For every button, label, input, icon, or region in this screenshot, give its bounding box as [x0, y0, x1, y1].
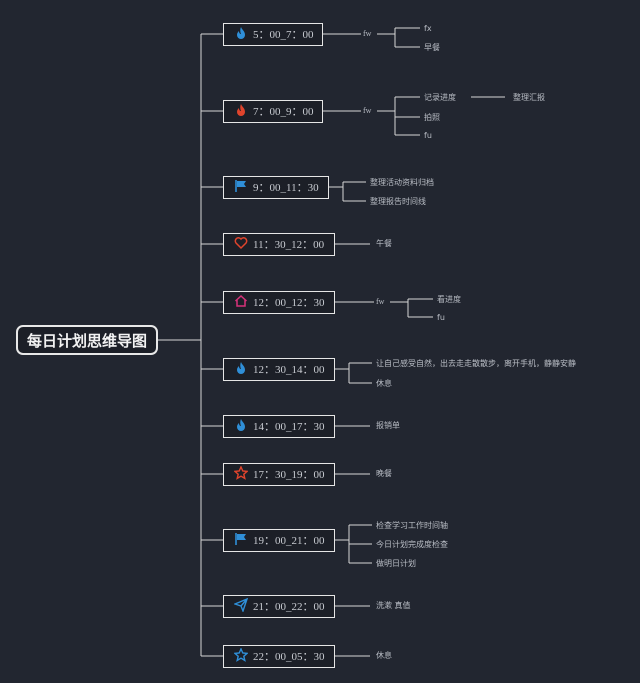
leaf-item[interactable]: fx [424, 24, 432, 33]
leaf-item[interactable]: 今日计划完成度检查 [376, 540, 448, 549]
leaf-item[interactable]: 洗漱 真值 [376, 601, 411, 610]
time-node[interactable]: 12：00_12：30 [223, 290, 335, 314]
time-node[interactable]: 7：00_9：00 [223, 99, 323, 123]
fire-icon [234, 418, 253, 435]
time-label: 22：00_05：30 [253, 651, 325, 663]
time-node[interactable]: 11：30_12：00 [223, 232, 335, 256]
leaf-item[interactable]: 休息 [376, 651, 392, 660]
time-node[interactable]: 22：00_05：30 [223, 644, 335, 668]
time-node[interactable]: 5：00_7：00 [223, 22, 323, 46]
leaf-item[interactable]: fu [424, 131, 432, 140]
leaf-item[interactable]: 看进度 [437, 295, 461, 304]
node-tag: fw [376, 297, 385, 306]
time-label: 7：00_9：00 [253, 106, 314, 118]
time-node[interactable]: 21：00_22：00 [223, 594, 335, 618]
leaf-item[interactable]: 午餐 [376, 239, 392, 248]
leaf-item[interactable]: 整理活动资料归档 [370, 178, 434, 187]
time-label: 17：30_19：00 [253, 469, 325, 481]
time-label: 9：00_11：30 [253, 182, 319, 194]
time-node[interactable]: 14：00_17：30 [223, 414, 335, 438]
leaf-item[interactable]: 报销单 [376, 421, 400, 430]
time-label: 14：00_17：30 [253, 421, 325, 433]
time-label: 12：00_12：30 [253, 297, 325, 309]
fire-icon [234, 26, 253, 43]
time-label: 12：30_14：00 [253, 364, 325, 376]
node-tag: fw [363, 106, 372, 115]
time-label: 21：00_22：00 [253, 601, 325, 613]
flag-icon [234, 532, 253, 549]
leaf-item[interactable]: 拍照 [424, 113, 440, 122]
leaf-item[interactable]: 早餐 [424, 43, 440, 52]
home-icon [234, 294, 253, 311]
leaf-item[interactable]: 休息 [376, 379, 392, 388]
root-node[interactable]: 每日计划思维导图 [16, 325, 158, 355]
node-tag: fw [363, 29, 372, 38]
leaf-item[interactable]: 记录进度 [424, 93, 456, 102]
time-label: 5：00_7：00 [253, 29, 314, 41]
sub-leaf-item[interactable]: 整理汇报 [513, 93, 545, 102]
time-node[interactable]: 9：00_11：30 [223, 175, 329, 199]
fire-icon [234, 103, 253, 120]
time-label: 11：30_12：00 [253, 239, 325, 251]
fire-icon [234, 361, 253, 378]
heart-icon [234, 236, 253, 253]
leaf-item[interactable]: 检查学习工作时间轴 [376, 521, 448, 530]
leaf-item[interactable]: fu [437, 313, 445, 322]
leaf-item[interactable]: 做明日计划 [376, 559, 416, 568]
time-node[interactable]: 12：30_14：00 [223, 357, 335, 381]
leaf-item[interactable]: 整理报告时间线 [370, 197, 426, 206]
time-node[interactable]: 17：30_19：00 [223, 462, 335, 486]
time-node[interactable]: 19：00_21：00 [223, 528, 335, 552]
star-icon [233, 646, 253, 665]
flag-icon [234, 179, 253, 196]
leaf-item[interactable]: 晚餐 [376, 469, 392, 478]
leaf-item[interactable]: 让自己感受自然，出去走走散散步，离开手机，静静安静 [376, 359, 576, 368]
time-label: 19：00_21：00 [253, 535, 325, 547]
send-icon [233, 597, 253, 615]
star-icon [233, 464, 253, 483]
